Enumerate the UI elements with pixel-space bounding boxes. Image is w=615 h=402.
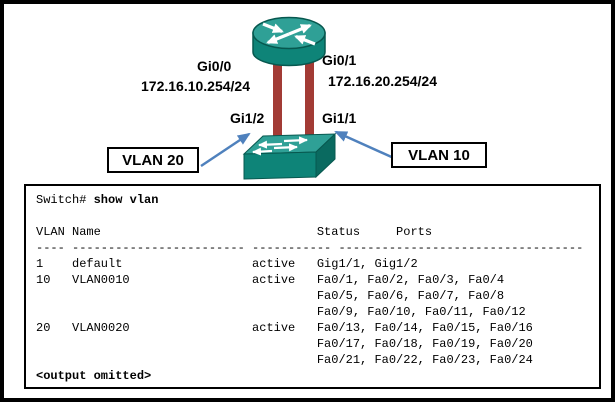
cli-output-omitted: <output omitted> [36,369,152,383]
cli-command-line: Switch# show vlan [36,192,599,208]
router-interface-label-gi00: Gi0/0 [197,58,232,74]
vlan10-callout-label: VLAN 10 [408,146,470,164]
vlan20-arrow [200,132,251,168]
router-ip-label-left: 172.16.10.254/24 [141,78,250,94]
cli-terminal: Switch# show vlan VLAN Name Status Ports… [24,184,601,389]
vlan20-callout-label: VLAN 20 [122,151,184,169]
link-gi00-gi12 [273,54,282,137]
cli-output: VLAN Name Status Ports ---- ------------… [36,225,584,367]
topology-canvas [200,16,397,180]
vlan20-callout: VLAN 20 [107,147,199,173]
vlan10-callout: VLAN 10 [391,142,487,168]
cli-command: show vlan [93,193,159,207]
router-interface-label-gi01: Gi0/1 [322,52,357,68]
cli-prompt: Switch# [36,193,94,207]
switch-icon [242,132,337,180]
link-gi01-gi11 [305,54,314,137]
router-icon [252,16,326,67]
router-ip-label-right: 172.16.20.254/24 [328,73,437,89]
vlan10-arrow [334,130,397,161]
switch-port-label-gi11: Gi1/1 [322,110,357,126]
switch-port-label-gi12: Gi1/2 [230,110,265,126]
